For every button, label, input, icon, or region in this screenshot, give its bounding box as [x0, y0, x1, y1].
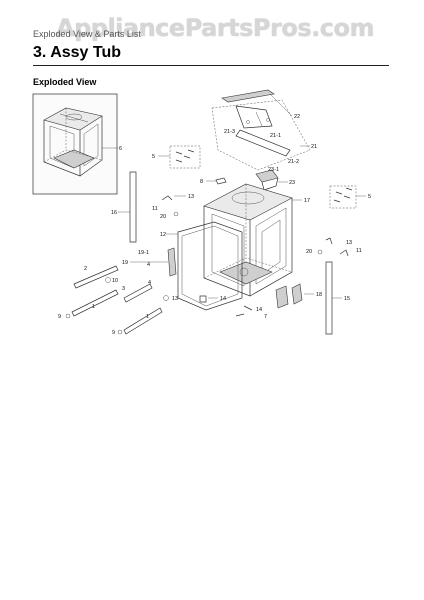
part-20-left	[173, 211, 179, 217]
callout-22: 22	[294, 114, 300, 120]
callout-7: 7	[264, 314, 267, 320]
callout-13c: 13	[346, 240, 352, 246]
part-1-rod	[71, 289, 119, 317]
part-18	[275, 285, 289, 309]
part-12	[177, 221, 243, 311]
callout-3: 3	[122, 286, 125, 292]
callout-4a: 4	[147, 262, 150, 268]
part-11-right	[339, 249, 349, 257]
callout-10: 10	[112, 278, 118, 284]
top-bracket-group	[211, 89, 311, 171]
callout-23-1: 23-1	[268, 167, 279, 173]
callout-21-3: 21-3	[224, 129, 235, 135]
callout-5a: 5	[152, 154, 155, 160]
part-3-rod	[123, 283, 153, 303]
part-9-center	[117, 329, 123, 335]
part-23	[255, 169, 279, 191]
callout-15: 15	[344, 296, 350, 302]
callout-20a: 20	[160, 214, 166, 220]
callout-18: 18	[316, 292, 322, 298]
part-19	[167, 247, 177, 277]
callout-9a: 9	[58, 314, 61, 320]
part-16	[129, 171, 137, 243]
main-tub	[203, 183, 293, 297]
callout-19-1: 19-1	[138, 250, 149, 256]
watermark-logo: AppliancePartsPros.com	[56, 14, 374, 42]
callout-21-2: 21-2	[288, 159, 299, 165]
callout-12: 12	[160, 232, 166, 238]
part-7	[235, 313, 245, 317]
part-9-left	[65, 313, 71, 319]
callout-14a: 14	[220, 296, 226, 302]
screw-group-right	[329, 185, 357, 209]
callout-1a: 1	[92, 304, 95, 310]
callout-13a: 13	[188, 194, 194, 200]
part-8-top	[215, 177, 227, 185]
callout-2: 2	[84, 266, 87, 272]
inset-view	[32, 93, 118, 195]
part-10	[105, 277, 111, 283]
callout-21: 21	[311, 144, 317, 150]
leader-22	[269, 93, 293, 117]
callout-17: 17	[304, 198, 310, 204]
part-15	[325, 261, 333, 335]
callout-5b: 5	[368, 194, 371, 200]
part-13-center	[163, 295, 169, 301]
callout-6: 6	[119, 146, 122, 152]
callout-19: 19	[122, 260, 128, 266]
callout-13b: 13	[172, 296, 178, 302]
breadcrumb: Exploded View & Parts List	[33, 29, 141, 39]
part-2-rod	[73, 265, 119, 289]
title-underline	[33, 65, 389, 66]
callout-1b: 1	[146, 314, 149, 320]
callout-14b: 14	[256, 307, 262, 313]
callout-20b: 20	[306, 249, 312, 255]
section-title: 3. Assy Tub	[33, 44, 122, 61]
callout-16: 16	[111, 210, 117, 216]
callout-21-1: 21-1	[270, 133, 281, 139]
part-14	[243, 305, 253, 311]
part-20-right	[317, 249, 323, 255]
callout-11a: 11	[152, 206, 158, 212]
part-8-bottom	[199, 295, 207, 303]
part-1-rod-b	[123, 307, 163, 335]
part-13-right	[325, 237, 333, 245]
callout-23: 23	[289, 180, 295, 186]
screw-group-left	[169, 145, 201, 169]
callout-4b: 4	[148, 280, 151, 286]
exploded-view-label: Exploded View	[33, 77, 97, 87]
callout-11b: 11	[356, 248, 362, 254]
part-11-left	[161, 195, 173, 201]
callout-8: 8	[200, 179, 203, 185]
callout-9b: 9	[112, 330, 115, 336]
